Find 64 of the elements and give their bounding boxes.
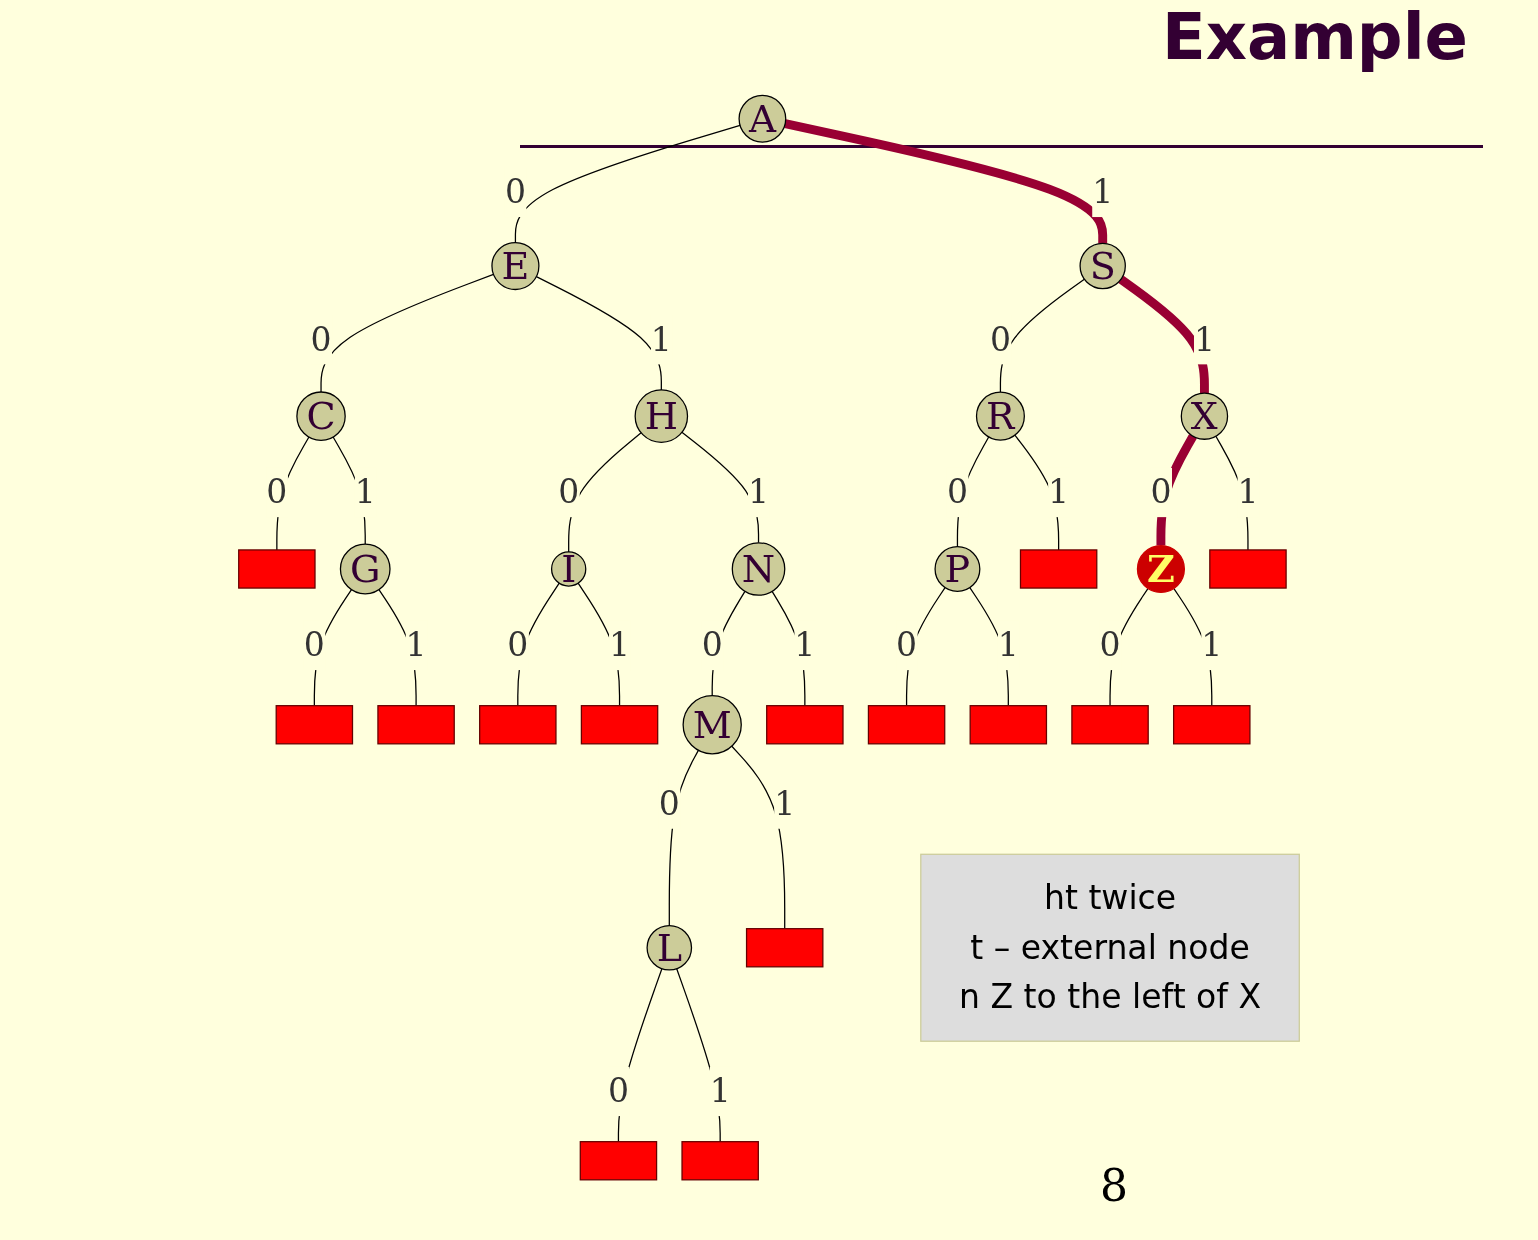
connector: [535, 275, 662, 391]
node-circle: P: [934, 546, 981, 592]
node-box: [275, 705, 354, 745]
edge-label: 0: [658, 784, 680, 823]
node-circle: N: [731, 542, 786, 596]
node-box: [969, 705, 1048, 745]
node-box: [1019, 549, 1098, 589]
connector: [1118, 275, 1209, 393]
node-circle: H: [634, 389, 689, 443]
edge-label: 1: [748, 472, 770, 511]
node-box: [238, 549, 316, 589]
node-box: [579, 1141, 658, 1181]
node-circle: S: [1079, 242, 1126, 290]
node-box: [1071, 705, 1149, 745]
node-box: ht twice t – external node n Z to the left of X: [920, 853, 1300, 1042]
node-circle: G: [339, 543, 391, 595]
node-box: [1173, 705, 1251, 745]
slide-title: Example: [1161, 0, 1468, 74]
edge-label: 0: [266, 472, 288, 511]
edge-label: 0: [701, 625, 723, 664]
connector: [514, 124, 741, 244]
node-box: [479, 705, 557, 745]
node-circle: M: [682, 695, 742, 755]
node-box: [1209, 549, 1287, 589]
edge-label: 1: [709, 1071, 731, 1110]
edge-label: 1: [794, 625, 816, 664]
node-box: [377, 705, 455, 745]
edge-label: 0: [896, 625, 918, 664]
edge-label: 0: [558, 472, 580, 511]
connector: [784, 119, 1108, 244]
edge-label: 1: [650, 320, 672, 359]
node-box: [867, 705, 946, 745]
edge-label: 1: [1092, 172, 1114, 211]
edge-label: 1: [354, 472, 376, 511]
node-box: [580, 705, 659, 745]
connector: [731, 745, 786, 930]
node-circle: X: [1180, 392, 1229, 440]
edge-label: 0: [989, 320, 1011, 359]
edge-label: 1: [609, 625, 631, 664]
page-number: 8: [1100, 1160, 1128, 1211]
node-circle: C: [296, 391, 346, 441]
node-box: [681, 1141, 759, 1181]
edge-label: 0: [946, 472, 968, 511]
node-circle: Z: [1136, 544, 1185, 594]
edge-label: 0: [1150, 472, 1172, 511]
node-circle: E: [491, 241, 540, 291]
edge-label: 0: [607, 1071, 629, 1110]
node-circle: I: [550, 551, 587, 587]
edge-label: 1: [1193, 320, 1215, 359]
edge-label: 1: [774, 784, 796, 823]
edge-label: 1: [1201, 625, 1223, 664]
edge-label: 0: [303, 625, 325, 664]
edge-label: 0: [507, 625, 529, 664]
node-box: [766, 705, 844, 745]
edge-label: 0: [1099, 625, 1121, 664]
edge-label: 1: [997, 625, 1019, 664]
edge-label: 0: [310, 320, 332, 359]
edge-label: 1: [1237, 472, 1259, 511]
node-box: [745, 928, 824, 968]
edge-label: 1: [1048, 472, 1070, 511]
node-circle: L: [646, 924, 693, 971]
edge-label: 0: [504, 172, 526, 211]
edge-label: 1: [405, 625, 427, 664]
node-circle: A: [738, 94, 787, 143]
